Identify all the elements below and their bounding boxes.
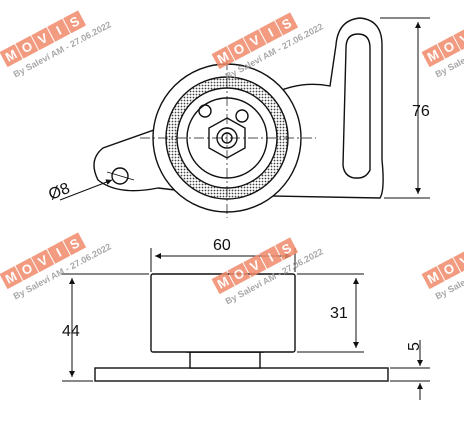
dim-31-label: 31 xyxy=(330,305,348,322)
watermark-badge xyxy=(0,266,23,290)
dim-31 xyxy=(297,273,364,353)
base-plate xyxy=(94,367,389,382)
watermark-badge xyxy=(0,44,23,68)
dim-76 xyxy=(380,17,430,199)
watermark-badge xyxy=(453,27,464,51)
watermark-badge xyxy=(259,20,283,44)
watermark-badge xyxy=(31,27,55,51)
dim-44-label: 44 xyxy=(62,323,80,340)
watermark-badge xyxy=(211,271,235,295)
hub-spacer xyxy=(189,351,261,369)
watermark-badge xyxy=(453,249,464,273)
watermark-letter: I xyxy=(54,23,64,38)
watermark-badge xyxy=(15,35,39,59)
watermark-letter: I xyxy=(54,245,64,260)
mounting-hole xyxy=(111,167,129,185)
watermark-badge xyxy=(275,237,299,261)
watermark-letter: V xyxy=(457,30,464,47)
dim-60-label: 60 xyxy=(213,237,231,254)
watermark-badge xyxy=(227,37,251,61)
watermark-badge xyxy=(47,240,71,264)
watermark-badge xyxy=(243,254,267,278)
watermark-badge xyxy=(63,10,87,34)
dim-5-label: 5 xyxy=(406,342,423,351)
watermark-letter: V xyxy=(457,252,464,269)
watermark-badge xyxy=(437,257,461,281)
watermark-badge xyxy=(259,245,283,269)
adjust-hole-left xyxy=(198,104,212,118)
watermark-badge xyxy=(31,249,55,273)
watermark-badge xyxy=(243,29,267,53)
watermark-badge xyxy=(227,262,251,286)
watermark-badge xyxy=(63,232,87,256)
watermark-badge xyxy=(437,35,461,59)
bracket-outline xyxy=(93,17,384,199)
watermark-badge xyxy=(421,266,445,290)
dim-d8-label: Ø8 xyxy=(46,180,72,204)
dim-76-label: 76 xyxy=(412,103,430,120)
watermark-badge xyxy=(275,12,299,36)
top-view xyxy=(93,17,384,218)
watermark-letter: I xyxy=(266,250,276,265)
side-view xyxy=(94,273,389,382)
watermark-badge xyxy=(421,44,445,68)
bracket-slot xyxy=(342,33,371,179)
watermark-badge xyxy=(47,18,71,42)
watermark-letter: I xyxy=(266,25,276,40)
adjust-hole-right xyxy=(235,109,249,123)
watermark-badge xyxy=(211,46,235,70)
dim-5 xyxy=(390,340,430,400)
watermark-badge xyxy=(15,257,39,281)
dim-44 xyxy=(62,273,149,382)
dim-d8 xyxy=(59,179,113,201)
